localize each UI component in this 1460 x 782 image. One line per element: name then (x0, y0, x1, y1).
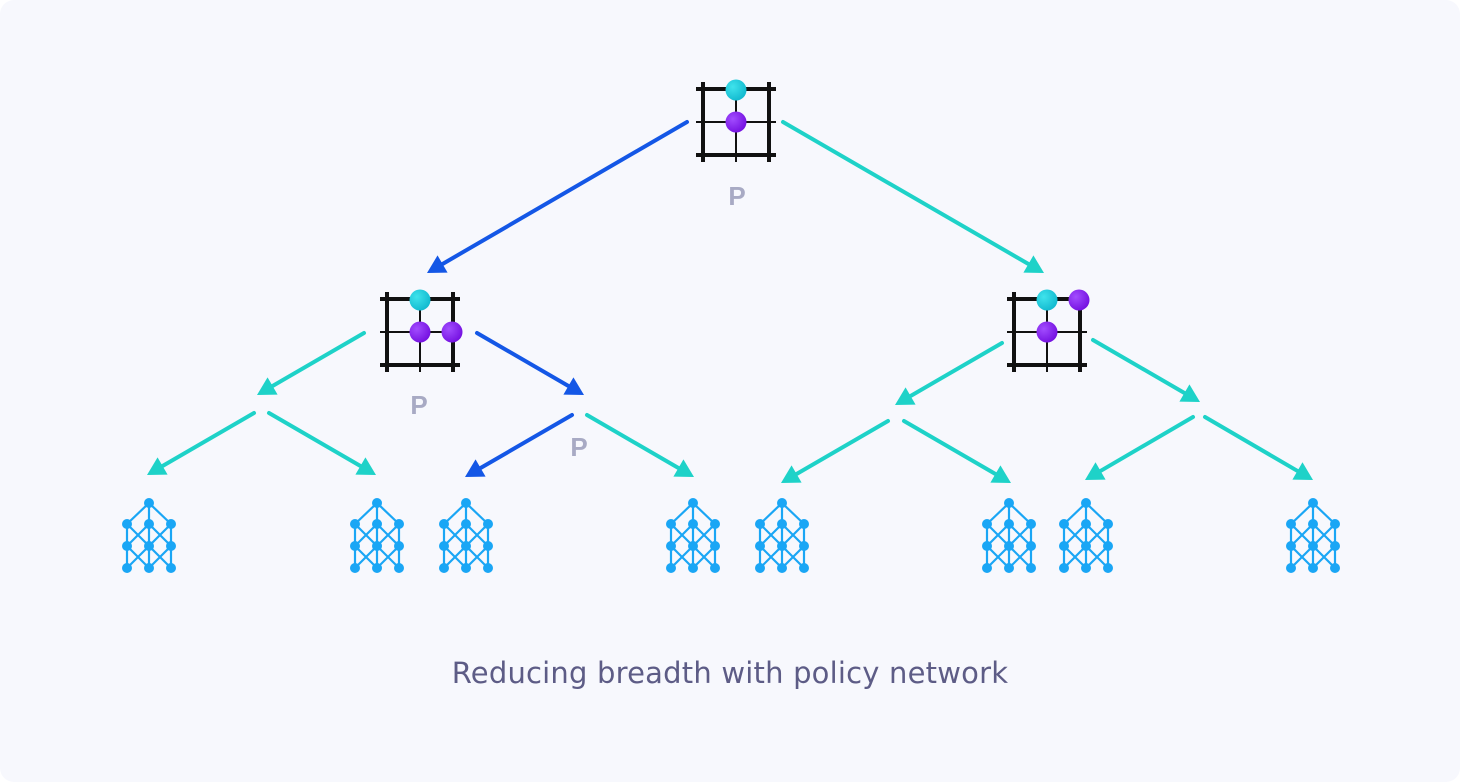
tree-edges (147, 120, 1313, 483)
diagram-caption: Reducing breadth with policy network (451, 656, 1009, 690)
tree-edge-arrow (475, 331, 584, 395)
edge-line (1203, 415, 1302, 474)
arrowhead (257, 377, 278, 395)
tree-edge-arrow (1085, 415, 1195, 480)
purple-stone (441, 321, 463, 343)
purple-stone (1068, 289, 1090, 311)
neural-network-icon (982, 498, 1036, 573)
edge-line (158, 411, 256, 469)
tree-edge-arrow (1203, 415, 1313, 480)
go-board-icon (696, 79, 776, 162)
go-board-icon (1007, 289, 1090, 372)
purple-stone (725, 111, 747, 133)
edge-line (781, 120, 1033, 267)
edge-line (438, 120, 689, 267)
arrowhead (427, 255, 448, 273)
tree-edge-arrow (257, 331, 366, 395)
edge-line (476, 413, 574, 471)
tree-edge-arrow (781, 120, 1044, 273)
arrowhead (990, 465, 1011, 483)
arrowhead (1085, 462, 1106, 480)
policy-label-branch: P (570, 432, 587, 462)
neural-network-icon (666, 498, 720, 573)
tree-edge-arrow (267, 411, 376, 475)
policy-label-root: P (728, 181, 745, 211)
neural-network-icon (755, 498, 809, 573)
network-leaves (122, 498, 1340, 573)
neural-network-icon (439, 498, 493, 573)
tree-edge-arrow (147, 411, 256, 475)
purple-stone (409, 321, 431, 343)
edge-line (1096, 415, 1195, 474)
arrowhead (1292, 462, 1313, 480)
neural-network-icon (122, 498, 176, 573)
arrowhead (1179, 384, 1200, 402)
edge-line (475, 331, 573, 389)
arrowhead (563, 377, 584, 395)
cyan-stone (725, 79, 747, 101)
arrowhead (355, 457, 376, 475)
go-board-icon (380, 289, 463, 372)
edge-line (268, 331, 366, 389)
tree-edge-arrow (902, 419, 1011, 483)
tree-edge-arrow (895, 341, 1004, 405)
edge-line (902, 419, 1000, 477)
tree-edge-arrow (465, 413, 574, 477)
policy-labels: P P P (410, 181, 745, 462)
cyan-stone (1036, 289, 1058, 311)
arrowhead (465, 459, 486, 477)
arrowhead (781, 465, 802, 483)
tree-edge-arrow (781, 419, 890, 483)
board-nodes (380, 79, 1090, 372)
tree-edge-arrow (427, 120, 689, 273)
cyan-stone (409, 289, 431, 311)
edge-line (585, 413, 683, 471)
neural-network-icon (350, 498, 404, 573)
arrowhead (147, 457, 168, 475)
policy-label-left-board: P (410, 390, 427, 420)
edge-line (267, 411, 365, 469)
tree-edge-arrow (1091, 338, 1200, 402)
purple-stone (1036, 321, 1058, 343)
neural-network-icon (1286, 498, 1340, 573)
edge-line (1091, 338, 1189, 396)
edge-line (906, 341, 1004, 399)
tree-edge-arrow (585, 413, 694, 477)
arrowhead (895, 387, 916, 405)
arrowhead (673, 459, 694, 477)
arrowhead (1023, 255, 1044, 273)
neural-network-icon (1059, 498, 1113, 573)
edge-line (792, 419, 890, 477)
